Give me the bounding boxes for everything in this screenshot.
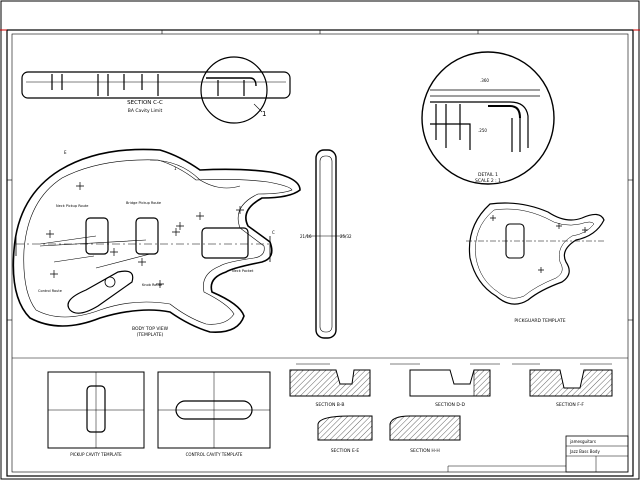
detail-1-view: .360 .250 DETAIL 1 SCALE 2 : 1	[421, 51, 555, 185]
body-side-view: 21/16 25/32	[300, 149, 352, 339]
control-template-view: CONTROL CAVITY TEMPLATE	[157, 371, 271, 457]
section-ee-title: SECTION E-E	[331, 448, 360, 454]
detail-title: DETAIL 1	[478, 172, 498, 178]
section-hh-title: SECTION H-H	[410, 448, 440, 454]
neck-pickup-label: Neck Pickup Route	[56, 204, 88, 208]
detail-scale: SCALE 2 : 1	[475, 178, 501, 184]
detail-dim: .250	[478, 128, 487, 133]
screw-hole-marker	[46, 182, 244, 288]
title-block-name: Jazz Bass Body	[569, 449, 600, 454]
body-view-subtitle: (TEMPLATE)	[137, 332, 164, 338]
neck-pocket-label: Neck Pocket	[232, 269, 254, 273]
side-dim-left: 21/16	[300, 234, 312, 239]
section-marker: 1	[174, 166, 177, 171]
section-ff-title: SECTION F-F	[556, 402, 584, 408]
pickup-template-title: PICKUP CAVITY TEMPLATE	[70, 452, 122, 457]
body-top-view: Neck Pickup Route Bridge Pickup Route Co…	[12, 148, 301, 338]
edge-ticks	[7, 30, 633, 321]
pickguard-view: PICKGUARD TEMPLATE	[466, 202, 606, 324]
section-dd-title: SECTION D-D	[435, 402, 465, 408]
section-cc-subtitle: BA Cavity Limit	[128, 108, 163, 114]
control-route-label: Control Route	[38, 289, 62, 293]
control-template-title: CONTROL CAVITY TEMPLATE	[186, 452, 243, 457]
section-hh-view: SECTION H-H	[389, 415, 461, 454]
detail-dim: .360	[480, 78, 489, 83]
title-block-company: jamesguitars	[569, 439, 596, 444]
pickguard-title: PICKGUARD TEMPLATE	[514, 318, 565, 324]
section-bb-view: SECTION B-B	[289, 369, 371, 408]
section-ee-view: SECTION E-E	[317, 415, 373, 454]
section-marker: C	[272, 230, 275, 235]
screw-hole-marker	[490, 215, 588, 273]
section-marker: E	[64, 150, 67, 155]
body-view-title: BODY TOP VIEW	[132, 326, 169, 332]
detail-callout: 1	[262, 110, 266, 118]
bridge-pickup-label: Bridge Pickup Route	[126, 201, 161, 205]
knob-route-label: Knob Route	[142, 283, 162, 287]
section-cc-view: SECTION C-C BA Cavity Limit 1	[21, 56, 291, 124]
section-cc-title: SECTION C-C	[127, 100, 163, 106]
title-block: jamesguitars Jazz Bass Body	[447, 435, 629, 473]
section-dd-view: SECTION D-D	[409, 369, 491, 408]
side-dim-right: 25/32	[340, 234, 352, 239]
section-ff-view: SECTION F-F	[529, 369, 613, 408]
pickup-template-view: PICKUP CAVITY TEMPLATE	[47, 371, 145, 457]
section-bb-title: SECTION B-B	[316, 402, 345, 408]
